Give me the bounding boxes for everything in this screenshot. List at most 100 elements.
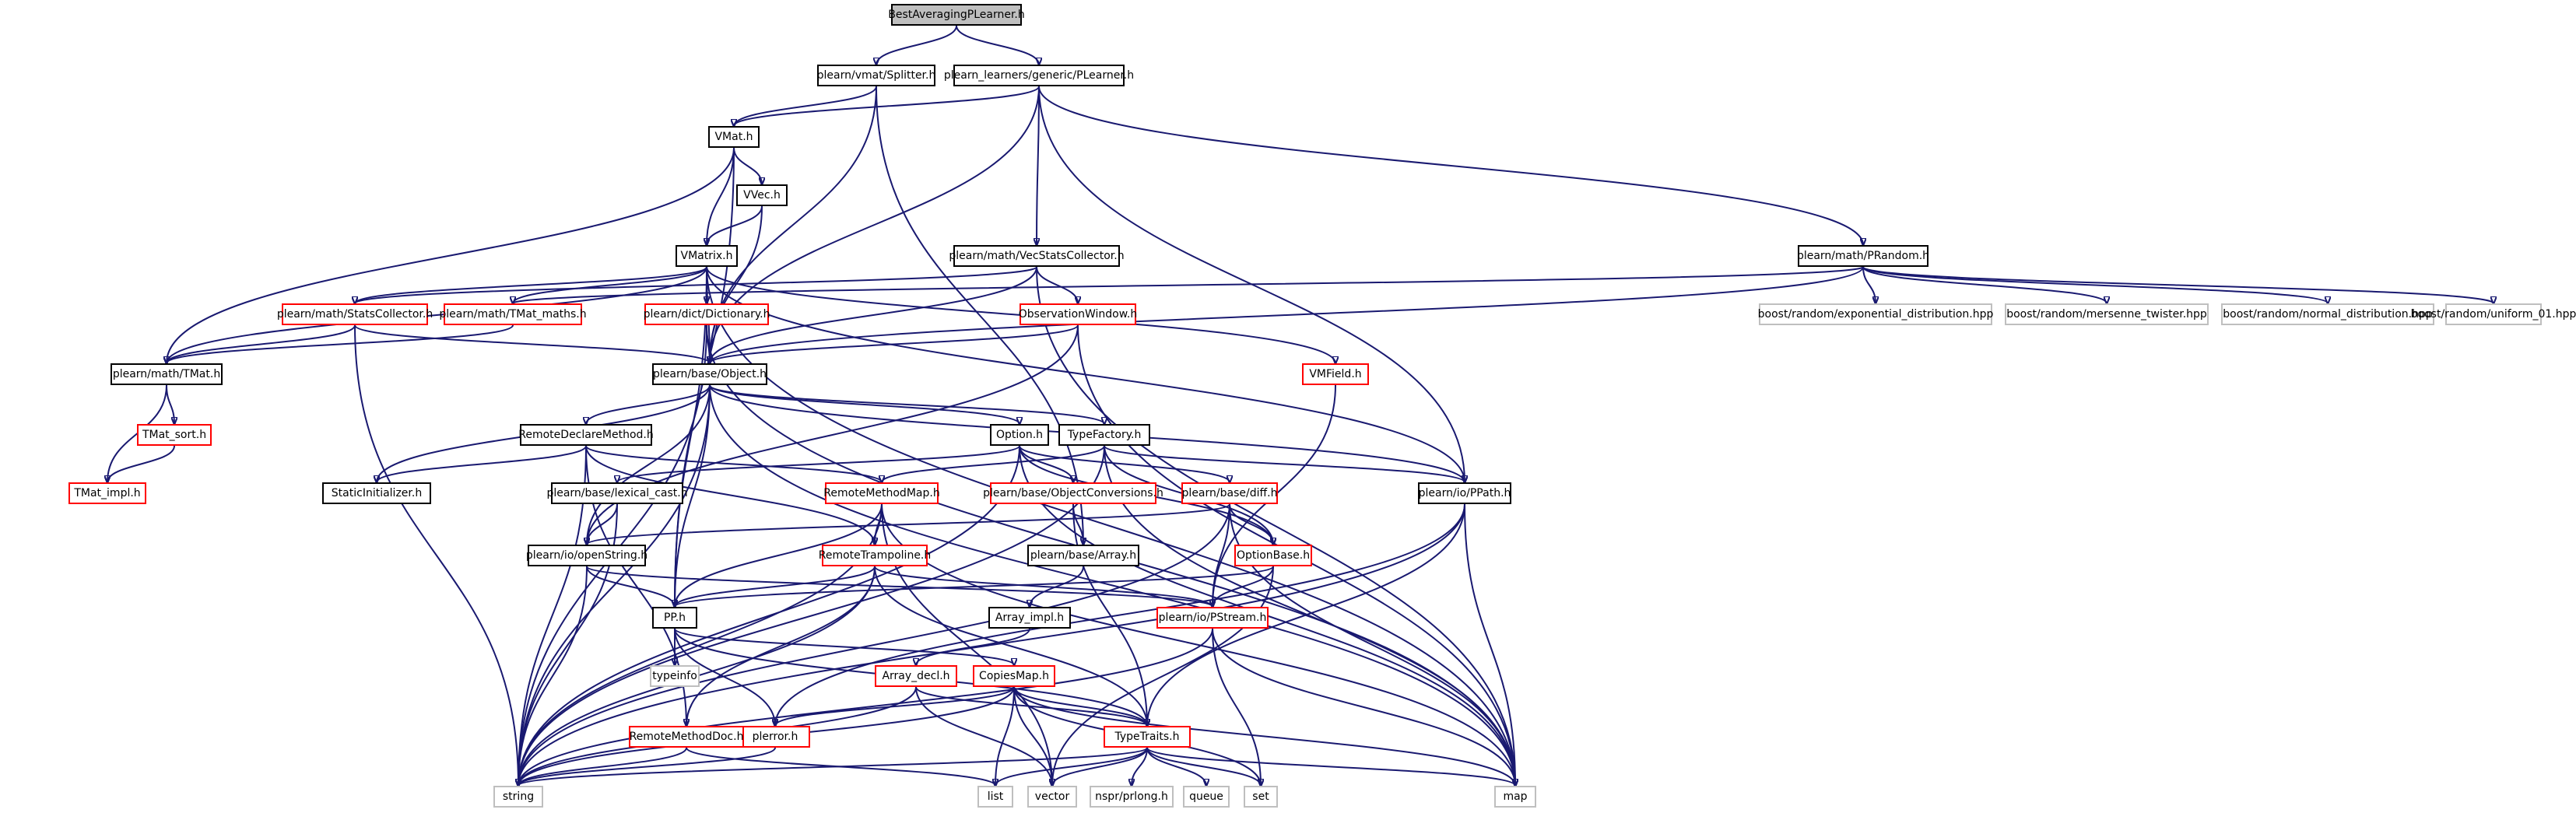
edge-prandom-to-b_uni bbox=[1862, 266, 2494, 303]
node-typeinfo: typeinfo bbox=[650, 665, 700, 687]
edge-copiesmap-to-perror bbox=[775, 686, 1015, 726]
edge-optionbase-to-vector bbox=[1052, 566, 1274, 786]
node-observationwindow[interactable]: ObservationWindow.h bbox=[1019, 303, 1137, 325]
edge-ppath-to-map bbox=[1464, 503, 1515, 786]
edge-vmatrix-to-tmat_maths bbox=[513, 266, 707, 303]
node-nspr-prlong: nspr/prlong.h bbox=[1090, 786, 1174, 808]
edge-prandom-to-b_mt bbox=[1862, 266, 2107, 303]
edge-remotetrampoline-to-remotemethoddoc bbox=[686, 566, 876, 726]
edge-prandom-to-tmat_maths bbox=[513, 266, 1864, 303]
edge-pp-to-copiesmap bbox=[674, 628, 1014, 665]
node-vvec[interactable]: VVec.h bbox=[736, 184, 788, 206]
edge-obswindow-to-object bbox=[710, 324, 1079, 363]
edge-typetraits-to-vector bbox=[1052, 747, 1148, 786]
node-boost-uniform-01: boost/random/uniform_01.hpp bbox=[2411, 303, 2576, 325]
edge-typetraits-to-nspr bbox=[1132, 747, 1148, 786]
edge-vecstats-to-statscollector bbox=[355, 266, 1037, 303]
node-staticinitializer[interactable]: StaticInitializer.h bbox=[322, 482, 431, 504]
node-vmfield[interactable]: VMField.h bbox=[1302, 363, 1369, 385]
node-dictionary[interactable]: plearn/dict/Dictionary.h bbox=[644, 303, 770, 325]
edge-remotemethodmap-to-map bbox=[881, 503, 1515, 786]
edge-tmat_maths-to-tmat bbox=[167, 324, 514, 363]
node-copiesmap[interactable]: CopiesMap.h bbox=[973, 665, 1055, 687]
edge-perror-to-string bbox=[518, 747, 776, 786]
edge-copiesmap-to-map bbox=[1013, 686, 1515, 786]
node-vmatrix[interactable]: VMatrix.h bbox=[676, 245, 738, 267]
edge-remotedeclare-to-string bbox=[518, 445, 587, 786]
node-prandom[interactable]: plearn/math/PRandom.h bbox=[1797, 245, 1929, 267]
node-typefactory[interactable]: TypeFactory.h bbox=[1058, 424, 1150, 446]
edge-plearner-to-vmat bbox=[734, 86, 1040, 126]
node-option[interactable]: Option.h bbox=[990, 424, 1049, 446]
node-remotetrampoline[interactable]: RemoteTrampoline.h bbox=[819, 545, 931, 566]
edge-vecstats-to-object bbox=[710, 266, 1037, 363]
node-array[interactable]: plearn/base/Array.h bbox=[1027, 545, 1139, 566]
node-array-impl[interactable]: Array_impl.h bbox=[988, 607, 1071, 629]
edge-plearner-to-prandom bbox=[1038, 86, 1863, 245]
node-typetraits[interactable]: TypeTraits.h bbox=[1104, 726, 1191, 748]
edge-remotedeclare-to-staticinit bbox=[377, 445, 587, 482]
edge-prandom-to-object bbox=[710, 266, 1864, 363]
edge-object-to-map bbox=[709, 384, 1515, 786]
edge-object-to-string bbox=[518, 384, 711, 786]
node-tmat-impl[interactable]: TMat_impl.h bbox=[68, 482, 146, 504]
edge-pstream-to-string bbox=[518, 628, 1213, 786]
node-remotemethoddoc[interactable]: RemoteMethodDoc.h bbox=[629, 726, 744, 748]
node-pstream[interactable]: plearn/io/PStream.h bbox=[1156, 607, 1269, 629]
edge-ppath-to-string bbox=[518, 503, 1465, 786]
edge-object-to-option bbox=[709, 384, 1020, 424]
node-queue: queue bbox=[1183, 786, 1230, 808]
node-tmat-maths[interactable]: plearn/math/TMat_maths.h bbox=[439, 303, 587, 325]
edge-prandom-to-b_norm bbox=[1862, 266, 2328, 303]
edge-option-to-diff bbox=[1019, 445, 1230, 482]
node-array-decl[interactable]: Array_decl.h bbox=[875, 665, 957, 687]
node-pp[interactable]: PP.h bbox=[652, 607, 697, 629]
edge-typefactory-to-string bbox=[518, 445, 1105, 786]
edge-optionbase-to-pstream bbox=[1213, 566, 1274, 607]
edge-diff-to-openstring bbox=[587, 503, 1230, 545]
edge-diff-to-optionbase bbox=[1229, 503, 1273, 545]
edge-typetraits-to-map bbox=[1146, 747, 1515, 786]
edge-ppath-to-typetraits bbox=[1147, 503, 1465, 726]
node-diff[interactable]: plearn/base/diff.h bbox=[1181, 482, 1278, 504]
edge-vecstats-to-obswindow bbox=[1036, 266, 1078, 303]
edge-option-to-string bbox=[518, 445, 1020, 786]
node-openstring[interactable]: plearn/io/openString.h bbox=[526, 545, 648, 566]
node-objectconversions[interactable]: plearn/base/ObjectConversions.h bbox=[983, 482, 1163, 504]
edge-vmat-to-tmat bbox=[167, 147, 735, 363]
edge-typetraits-to-string bbox=[518, 747, 1148, 786]
node-remotemethodmap[interactable]: RemoteMethodMap.h bbox=[823, 482, 940, 504]
edge-arrayimpl-to-arraydecl bbox=[916, 628, 1030, 665]
node-plerror[interactable]: plerror.h bbox=[740, 726, 810, 748]
node-vmat[interactable]: VMat.h bbox=[708, 126, 760, 148]
node-splitter[interactable]: plearn/vmat/Splitter.h bbox=[817, 65, 935, 86]
node-optionbase[interactable]: OptionBase.h bbox=[1234, 545, 1312, 566]
edge-vmatrix-to-statscollector bbox=[355, 266, 707, 303]
node-remotedeclaremethod[interactable]: RemoteDeclareMethod.h bbox=[518, 424, 654, 446]
edge-arraydecl-to-typetraits bbox=[915, 686, 1147, 726]
edge-diff-to-string bbox=[518, 503, 1230, 786]
edge-vvec-to-vmatrix bbox=[707, 205, 763, 245]
node-object[interactable]: plearn/base/Object.h bbox=[652, 363, 767, 385]
node-string: string bbox=[493, 786, 543, 808]
node-tmat[interactable]: plearn/math/TMat.h bbox=[111, 363, 223, 385]
edge-openstring-to-pp bbox=[586, 566, 675, 607]
node-boost-exponential-distribution: boost/random/exponential_distribution.hp… bbox=[1758, 303, 1993, 325]
edge-remotedeclare-to-remotetrampoline bbox=[585, 445, 875, 545]
edge-vmat-to-vmatrix bbox=[707, 147, 735, 245]
edge-remotedeclare-to-remotemethodmap bbox=[585, 445, 882, 482]
node-ppath[interactable]: plearn/io/PPath.h bbox=[1418, 482, 1511, 504]
node-lexical-cast[interactable]: plearn/base/lexical_cast.h bbox=[546, 482, 688, 504]
edge-vmatrix-to-tmat bbox=[167, 266, 707, 363]
node-tmat-sort[interactable]: TMat_sort.h bbox=[137, 424, 212, 446]
edge-pstream-to-map bbox=[1212, 628, 1515, 786]
edge-typetraits-to-queue bbox=[1146, 747, 1206, 786]
edge-ppath-to-perror bbox=[775, 503, 1465, 726]
node-statscollector[interactable]: plearn/math/StatsCollector.h bbox=[277, 303, 433, 325]
edge-root-to-plearner bbox=[956, 25, 1039, 65]
node-vecstatscollector[interactable]: plearn/math/VecStatsCollector.h bbox=[949, 245, 1125, 267]
node-plearner[interactable]: plearn_learners/generic/PLearner.h bbox=[944, 65, 1134, 86]
edge-pp-to-perror bbox=[674, 628, 775, 726]
edge-tmat_sort-to-tmat_impl bbox=[107, 445, 175, 482]
